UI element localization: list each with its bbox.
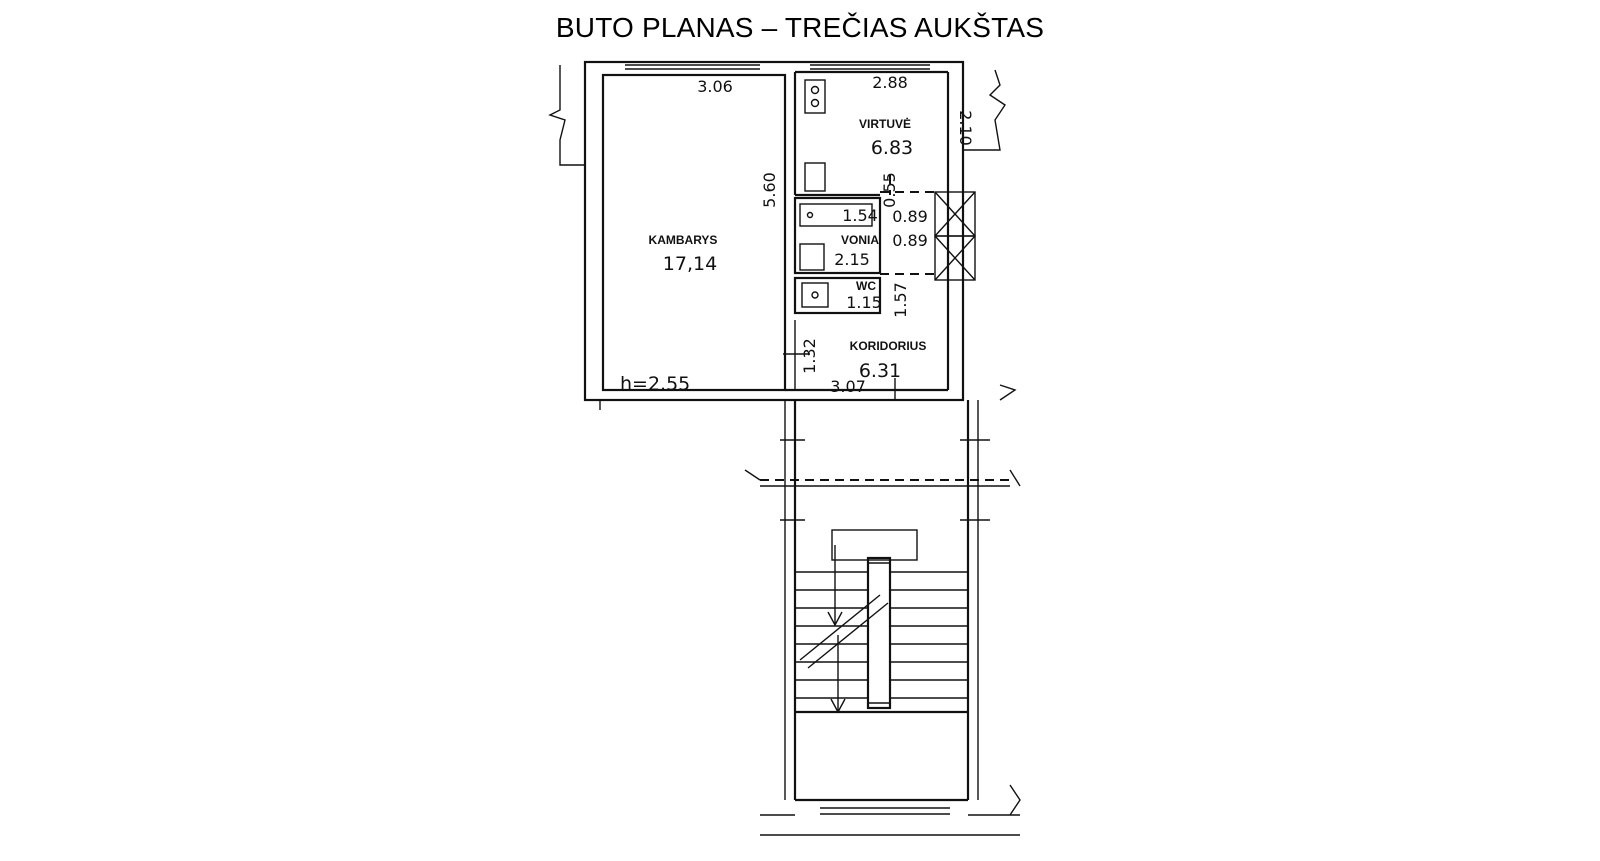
apartment-walls	[548, 60, 1017, 410]
dim-koridorius-width: 3.07	[830, 377, 866, 396]
room-area-koridorius: 6.31	[859, 360, 901, 382]
dim-wc-side: 1.57	[891, 282, 910, 318]
dim-virtuve-length: 2.10	[956, 110, 975, 146]
room-area-virtuve: 6.83	[871, 137, 913, 159]
room-area-kambarys: 17,14	[663, 253, 717, 275]
dim-koridorius-depth: 1.32	[800, 338, 819, 374]
bathtub-icon	[799, 203, 873, 227]
kitchen-fixtures	[804, 79, 826, 192]
dim-niche: 0.55	[880, 172, 899, 208]
kambarys-wall	[601, 73, 787, 392]
room-name-wc: WC	[856, 279, 876, 293]
room-name-vonia: VONIA	[841, 233, 879, 247]
room-name-koridorius: KORIDORIUS	[850, 339, 927, 353]
dim-shaft-bottom: 0.89	[892, 231, 928, 250]
dim-kambarys-length: 5.60	[760, 172, 779, 208]
outer-wall	[583, 60, 965, 402]
bathroom-block	[793, 175, 976, 315]
dim-bathtub: 1.54	[842, 206, 878, 225]
toilet-icon	[801, 282, 829, 308]
page-title: BUTO PLANAS – TREČIAS AUKŠTAS	[555, 12, 1045, 43]
dim-ceiling-height: h=2.55	[620, 373, 690, 395]
sink-icon	[804, 162, 826, 192]
washbasin-icon	[799, 243, 825, 271]
stove-icon	[804, 79, 826, 114]
room-area-vonia: 2.15	[834, 250, 870, 269]
room-name-kambarys: KAMBARYS	[649, 233, 718, 247]
dim-shaft-top: 0.89	[892, 207, 928, 226]
stair-handrail	[866, 556, 892, 710]
stairwell	[744, 400, 1021, 836]
corridor-openings	[783, 320, 896, 400]
room-area-wc: 1.15	[846, 293, 882, 312]
dim-kambarys-width: 3.06	[697, 77, 733, 96]
dim-virtuve-width: 2.88	[872, 73, 908, 92]
ventilation-shaft-bottom	[934, 235, 976, 281]
room-name-virtuve: VIRTUVĖ	[859, 116, 911, 131]
